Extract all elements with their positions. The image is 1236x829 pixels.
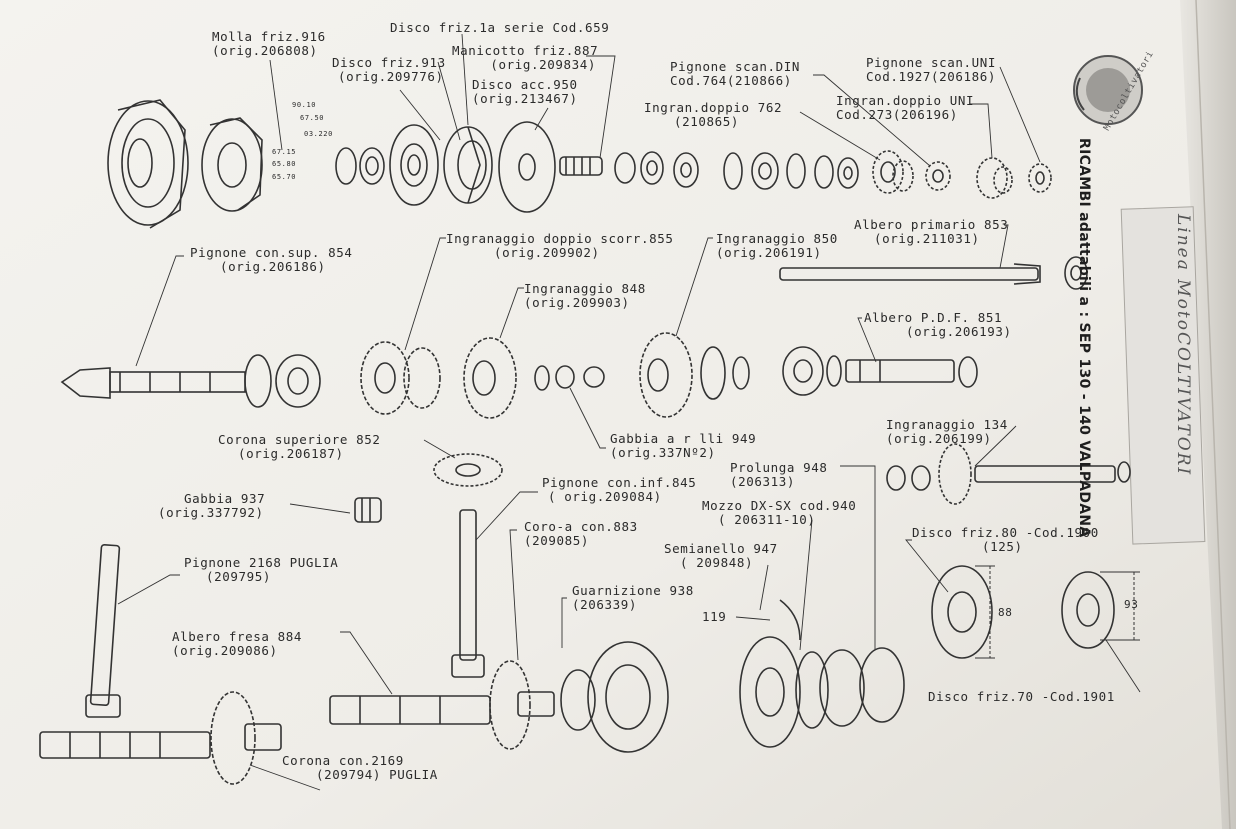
gear-762 [872, 150, 914, 194]
bevel-crown-852 [433, 453, 503, 487]
pinion-shaft-854 [60, 354, 321, 408]
clutch-disc-70 [1061, 571, 1115, 649]
label-guarnizione-938: Guarnizione 938(206339) [572, 583, 694, 612]
label-pignone-con-sup-854: Pignone con.sup. 854(orig.206186) [190, 245, 353, 274]
bearing-set-top [614, 151, 859, 190]
label-albero-primario-853: Albero primario 853(orig.211031) [854, 217, 1009, 246]
pinion-shaft-845 [451, 509, 485, 678]
tiller-shaft-884 [329, 660, 555, 750]
dimension-93: 93 [1124, 598, 1139, 611]
catalog-title: RICAMBI adattabili a : SEP 130 - 140 VAL… [1076, 138, 1092, 538]
gear-134-assembly [886, 443, 1131, 505]
spring-code-2: 67.50 [300, 114, 325, 122]
label-albero-pdf-851: Albero P.D.F. 851(orig.206193) [864, 310, 1012, 339]
brand-logo [1073, 55, 1143, 125]
pinion-uni [1028, 163, 1052, 193]
label-corona-con-2169: Corona con.2169(209794) PUGLIA [282, 753, 438, 782]
label-pignone-2168-puglia: Pignone 2168 PUGLIA(209795) [184, 555, 339, 584]
label-disco-friz-913: Disco friz.913(orig.209776) [332, 55, 446, 84]
label-disco-acc-950: Disco acc.950(orig.213467) [472, 77, 578, 106]
label-albero-fresa-884: Albero fresa 884(orig.209086) [172, 629, 303, 658]
side-tab-label: Linea MotoCOLTIVATORI [1173, 214, 1193, 477]
label-corona-con-883: Coro-a con.883(209085) [524, 519, 638, 548]
cage-937 [354, 497, 382, 523]
label-ingran-doppio-762: Ingran.doppio 762(210865) [644, 100, 783, 129]
label-prolunga-948: Prolunga 948(206313) [730, 460, 828, 489]
spring-code-1: 90.10 [292, 101, 317, 109]
clutch-spring-plate [201, 117, 263, 212]
gear-850 [639, 332, 750, 418]
label-molla-friz-916: Molla friz.916(orig.206808) [212, 29, 326, 58]
label-disco-friz-80: Disco friz.80 -Cod.1900(125) [912, 525, 1099, 554]
paper-edge-line [1195, 0, 1231, 829]
label-pignone-con-inf-845: Pignone con.inf.845( orig.209084) [542, 475, 697, 504]
label-ingranaggio-848: Ingranaggio 848(orig.209903) [524, 281, 646, 310]
label-gabbia-a-rulli-949: Gabbia a r lli 949(orig.337Nº2) [610, 431, 757, 460]
spring-code-3: 03.220 [304, 130, 333, 138]
label-disco-friz-1a: Disco friz.1a serie Cod.659 [390, 20, 610, 35]
label-ingranaggio-134: Ingranaggio 134(orig.206199) [886, 417, 1008, 446]
clutch-disc-659 [443, 126, 493, 204]
disc-acc-950 [498, 121, 556, 213]
spring-code-4: 67.15 [272, 148, 297, 156]
clutch-housing [107, 99, 189, 229]
label-gabbia-937: Gabbia 937(orig.337792) [158, 491, 266, 520]
sleeve-887 [559, 156, 603, 176]
label-ingranaggio-850: Ingranaggio 850(orig.206191) [716, 231, 838, 260]
pinion-din [925, 161, 951, 191]
dimension-lines [975, 565, 1140, 659]
label-ref-119: 119 [702, 609, 727, 624]
label-corona-superiore-852: Corona superiore 852(orig.206187) [218, 432, 381, 461]
pinion-shaft-2168 [85, 543, 121, 718]
label-manicotto-friz-887: Manicotto friz.887(orig.209834) [452, 43, 599, 72]
double-gear-855 [360, 341, 441, 415]
side-tab-box [1120, 206, 1206, 545]
label-mozzo-dx-sx-940: Mozzo DX-SX cod.940( 206311-10) [702, 498, 857, 527]
crown-2169-shaft [39, 691, 282, 785]
clutch-disc-913 [389, 124, 439, 206]
primary-shaft-853 [779, 256, 1088, 290]
gasket-938-hub [560, 641, 669, 753]
spring-rings [335, 147, 385, 185]
label-semianello-947: Semianello 947( 209848) [664, 541, 778, 570]
leader-lines [117, 33, 1141, 791]
gear-848 [463, 337, 517, 419]
dimension-88: 88 [998, 606, 1013, 619]
clutch-disc-80 [931, 565, 993, 659]
roller-cage-949 [534, 365, 605, 391]
spring-code-6: 65.70 [272, 173, 297, 181]
hub-940-assembly [739, 599, 905, 748]
pdf-shaft-851 [782, 346, 978, 396]
label-disco-friz-70: Disco friz.70 -Cod.1901 [928, 689, 1115, 704]
spring-code-5: 65.80 [272, 160, 297, 168]
label-ingranaggio-doppio-scorr-855: Ingranaggio doppio scorr.855(orig.209902… [446, 231, 674, 260]
